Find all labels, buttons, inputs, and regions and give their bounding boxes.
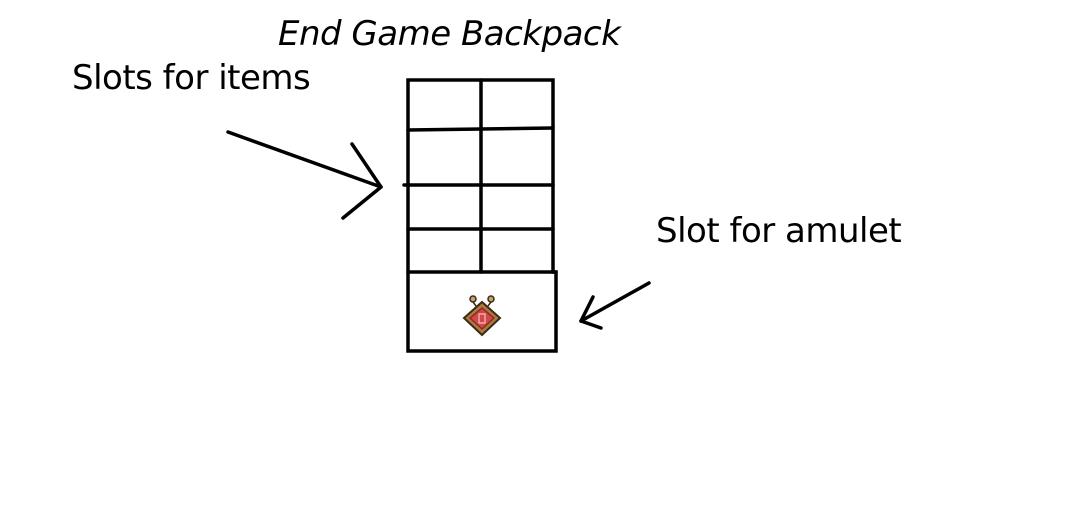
row-divider-1 <box>406 126 555 132</box>
item-slot <box>482 82 552 127</box>
item-slot <box>410 230 480 271</box>
arrow-to-item-slots <box>226 130 383 220</box>
item-slot <box>410 186 480 228</box>
item-slot <box>410 82 480 129</box>
label-slot-for-amulet: Slot for amulet <box>656 211 902 251</box>
amulet-icon <box>462 295 502 337</box>
arrow-to-amulet-slot <box>579 281 651 330</box>
item-slot <box>482 230 552 271</box>
backpack-grid <box>402 78 558 353</box>
label-slots-for-items: Slots for items <box>72 58 311 98</box>
diagram-title: End Game Backpack <box>278 14 621 54</box>
item-slot <box>410 131 480 184</box>
item-slot <box>482 129 552 184</box>
item-slot <box>482 186 552 228</box>
